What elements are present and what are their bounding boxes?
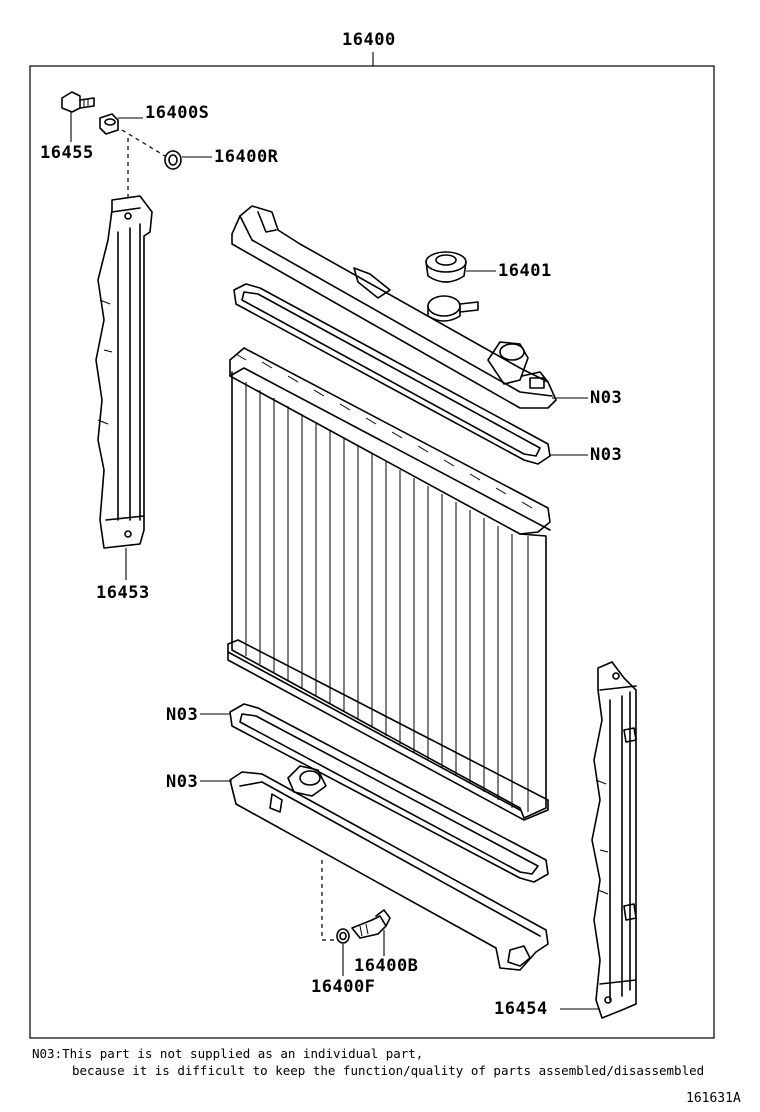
radiator-core (227, 347, 551, 821)
label-n03-upper-gasket: N03 (590, 445, 623, 465)
filler-neck (427, 295, 479, 322)
footnote-line-1: N03:This part is not supplied as an indi… (32, 1046, 424, 1061)
lower-tank (200, 765, 549, 971)
assembly-frame (29, 65, 715, 1039)
o-ring-16400F (336, 928, 350, 976)
drain-plug-16400B (351, 909, 391, 956)
label-16400R: 16400R (214, 147, 279, 167)
lower-gasket (200, 703, 549, 883)
label-16401: 16401 (498, 261, 552, 281)
label-16400S: 16400S (145, 103, 210, 123)
upper-gasket (233, 283, 588, 465)
label-16453: 16453 (96, 583, 150, 603)
label-n03-lower-gasket: N03 (166, 705, 199, 725)
label-16454: 16454 (494, 999, 548, 1019)
label-n03-lower-tank: N03 (166, 772, 199, 792)
label-n03-upper-tank: N03 (590, 388, 623, 408)
bolt-16455 (61, 91, 95, 142)
label-16400B: 16400B (354, 956, 419, 976)
label-16400F: 16400F (311, 977, 376, 997)
radiator-cap-16401 (425, 251, 496, 283)
upper-tank (231, 205, 588, 409)
right-support-16454 (560, 661, 637, 1019)
washer-16400R (164, 150, 212, 170)
grommet-16400S (99, 113, 143, 135)
label-16455: 16455 (40, 143, 94, 163)
left-support-16453 (95, 195, 153, 580)
footnote-line-2: because it is difficult to keep the func… (72, 1063, 705, 1078)
label-16400: 16400 (342, 30, 396, 50)
drawing-id: 161631A (686, 1091, 741, 1106)
